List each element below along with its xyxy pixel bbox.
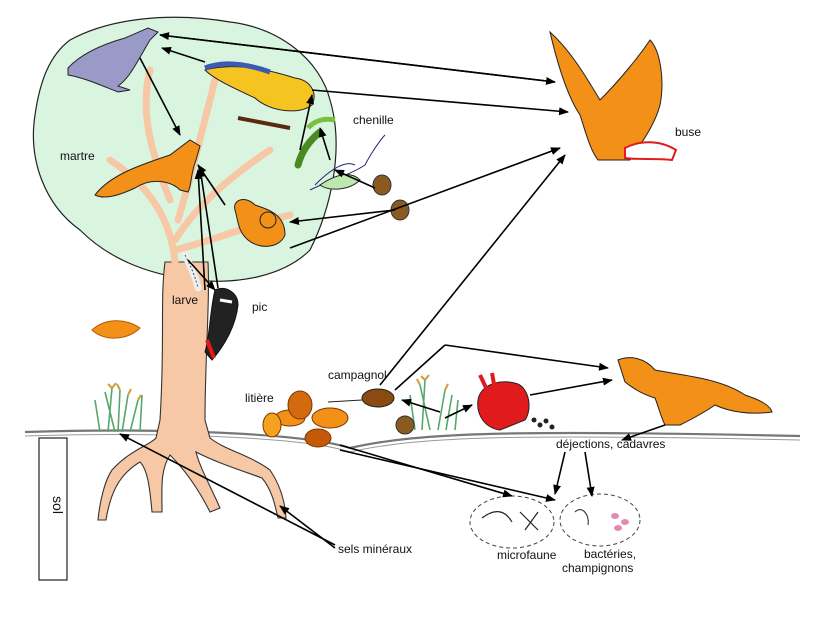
grass-left — [95, 383, 142, 432]
litter-leaves-icon — [263, 391, 348, 447]
label-pic: pic — [252, 300, 267, 314]
woodpecker-icon — [205, 288, 238, 360]
label-bacteries: bactéries, — [584, 547, 636, 561]
vole-icon — [328, 389, 394, 407]
droppings-icon — [532, 418, 555, 430]
microfauna-group — [470, 496, 554, 548]
fox-icon — [618, 358, 772, 425]
label-litiere: litière — [245, 391, 274, 405]
label-chenille: chenille — [353, 113, 394, 127]
bacteria-group — [560, 494, 640, 546]
label-microfaune: microfaune — [497, 548, 557, 562]
label-dejections: déjections, cadavres — [556, 437, 665, 451]
grass-middle — [410, 375, 458, 430]
label-sels-mineraux: sels minéraux — [338, 542, 412, 556]
label-campagnol: campagnol — [328, 368, 387, 382]
label-buse: buse — [675, 125, 701, 139]
label-martre: martre — [60, 149, 95, 163]
dry-leaf-icon — [92, 321, 140, 338]
sol-box: sol — [39, 438, 67, 580]
label-sol: sol — [50, 496, 66, 514]
label-larve: larve — [172, 293, 198, 307]
rabbit-icon — [478, 373, 529, 430]
buzzard-icon — [550, 32, 676, 160]
label-champignons: champignons — [562, 561, 633, 575]
